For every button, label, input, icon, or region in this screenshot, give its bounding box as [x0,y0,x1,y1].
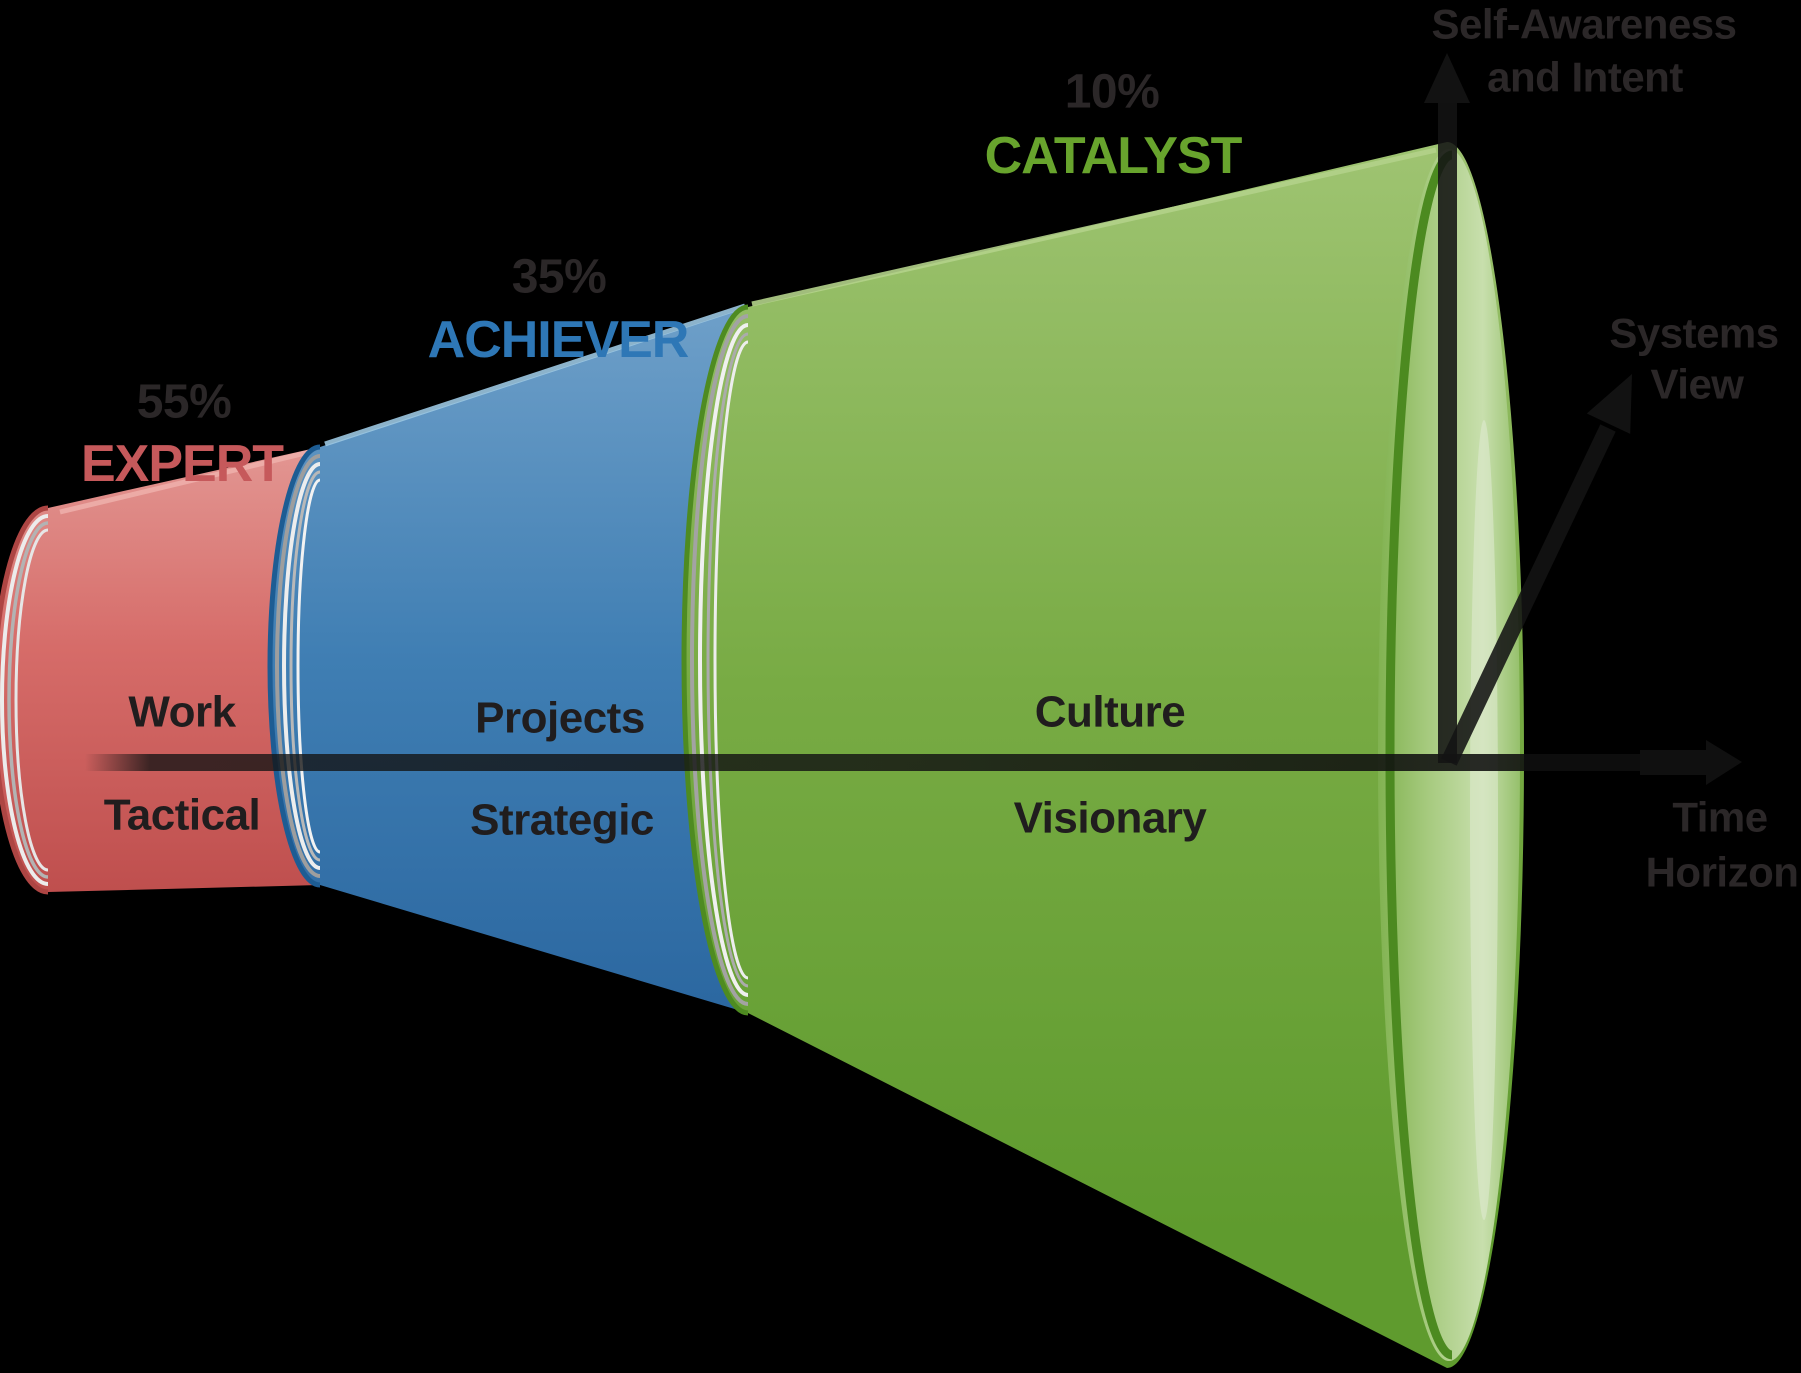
vertical-axis-label-line1: Self-Awareness [1431,1,1736,48]
achiever-segment [267,303,812,1013]
open-end-sheen [1470,420,1498,1220]
self-awareness-arrow [1424,53,1470,763]
expert-zone-lower: Tactical [104,791,261,840]
diagonal-axis-label-line1: Systems [1609,310,1778,357]
vertical-axis-label-line2: and Intent [1487,54,1683,101]
axis-labels: Self-Awareness and Intent Systems View T… [1431,1,1798,896]
achiever-name: ACHIEVER [428,311,689,369]
achiever-top-highlight [324,303,746,447]
achiever-zone-lower: Strategic [470,796,654,845]
expert-name: EXPERT [81,435,284,493]
catalyst-top-highlight [751,147,1437,307]
achiever-end-rings [267,444,321,888]
expert-percent: 55% [137,376,232,429]
catalyst-zone-lower: Visionary [1014,794,1208,843]
catalyst-end-rings [681,304,749,1016]
horizontal-axis-label-line1: Time [1672,794,1767,841]
achiever-percent: 35% [512,251,607,304]
systems-view-arrow [1441,374,1632,766]
stage-labels: 55% EXPERT 35% ACHIEVER 10% CATALYST [81,66,1244,494]
time-horizon-arrow [85,740,1742,785]
zone-labels: Work Tactical Projects Strategic Culture… [104,688,1208,845]
expert-zone-upper: Work [128,688,236,737]
achiever-zone-upper: Projects [475,694,645,743]
expert-end-rings [0,505,49,895]
achiever-body [270,307,812,1013]
catalyst-zone-upper: Culture [1035,688,1186,737]
catalyst-percent: 10% [1065,66,1160,119]
diagonal-axis-label-line2: View [1651,361,1745,408]
expert-top-highlight [59,447,319,515]
axis-arrows [85,53,1742,785]
horizontal-axis-label-line2: Horizon [1646,849,1799,896]
catalyst-name: CATALYST [985,127,1243,185]
